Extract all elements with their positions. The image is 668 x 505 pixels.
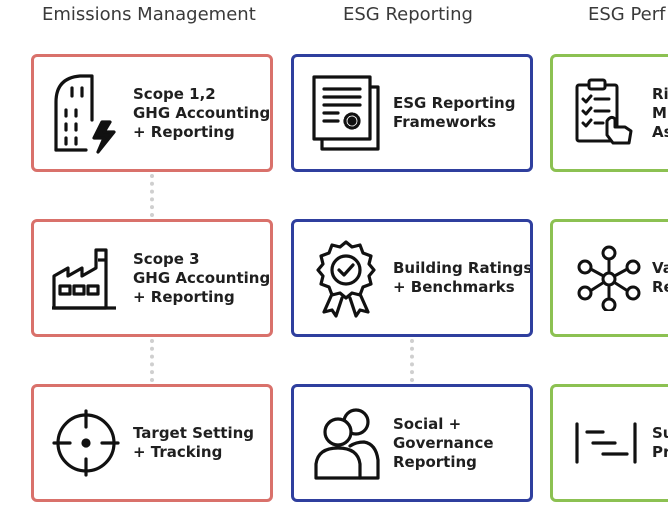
timeline-bars-icon — [573, 387, 639, 499]
card-scope-1-2[interactable]: Scope 1,2 GHG Accounting + Reporting — [31, 54, 273, 172]
card-label: Scope 3 GHG Accounting + Reporting — [133, 249, 271, 306]
card-label: Ris M As — [652, 84, 668, 141]
card-label: Target Setting + Tracking — [133, 424, 254, 461]
card-building-ratings[interactable]: Building Ratings + Benchmarks — [291, 219, 533, 337]
card-label: ESG Reporting Frameworks — [393, 94, 516, 131]
factory-icon — [50, 222, 122, 334]
card-label: Social + Governance Reporting — [393, 414, 494, 471]
card-label: Sus Pro — [652, 424, 668, 461]
crosshair-icon — [50, 387, 122, 499]
card-label: Va Re — [652, 259, 668, 296]
connector-emissions-1 — [150, 174, 154, 217]
certificate-document-icon — [310, 57, 382, 169]
card-esg-reporting-frameworks[interactable]: ESG Reporting Frameworks — [291, 54, 533, 172]
card-value-chain[interactable]: Va Re — [550, 219, 668, 337]
card-scope-3[interactable]: Scope 3 GHG Accounting + Reporting — [31, 219, 273, 337]
card-label: Scope 1,2 GHG Accounting + Reporting — [133, 84, 271, 141]
column-title-emissions-management: Emissions Management — [42, 4, 256, 25]
card-target-setting[interactable]: Target Setting + Tracking — [31, 384, 273, 502]
building-lightning-icon — [50, 57, 122, 169]
connector-esg-reporting-2 — [410, 339, 414, 382]
column-title-esg-reporting: ESG Reporting — [343, 4, 473, 25]
card-sustainability-program[interactable]: Sus Pro — [550, 384, 668, 502]
network-nodes-icon — [577, 222, 641, 334]
people-icon — [310, 387, 382, 499]
card-label: Building Ratings + Benchmarks — [393, 259, 533, 296]
card-risk-management[interactable]: Ris M As — [550, 54, 668, 172]
card-social-governance[interactable]: Social + Governance Reporting — [291, 384, 533, 502]
column-title-esg-performance: ESG Perf — [588, 4, 666, 25]
connector-emissions-2 — [150, 339, 154, 382]
clipboard-checklist-icon — [573, 57, 635, 169]
award-badge-icon — [310, 222, 382, 334]
